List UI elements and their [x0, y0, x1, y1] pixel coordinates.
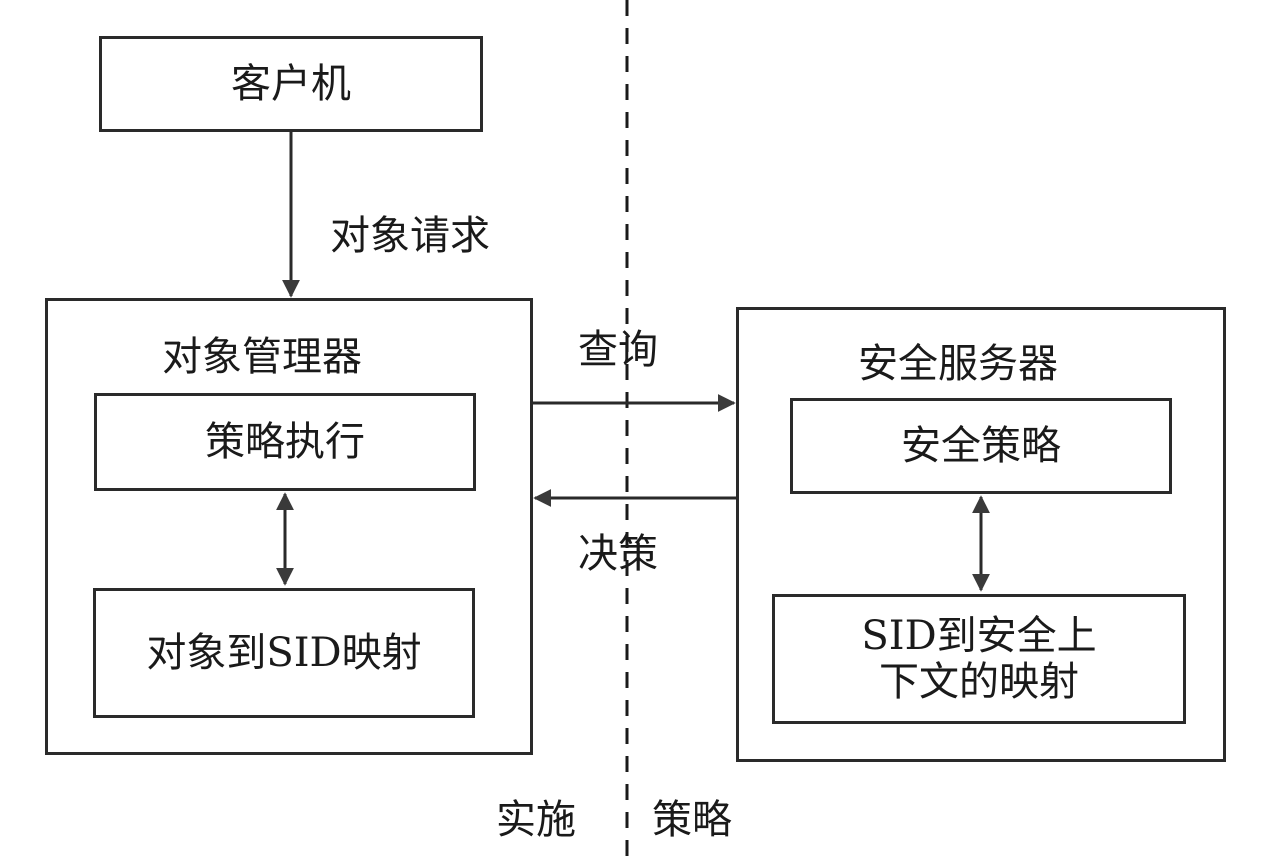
sid-to-context-label-line2: 下文的映射	[879, 659, 1079, 705]
policy-enforcement-label: 策略执行	[205, 419, 365, 465]
object-to-sid-label: 对象到SID映射	[146, 630, 422, 676]
security-server-title: 安全服务器	[858, 341, 1058, 387]
policy-enforcement-box: 策略执行	[94, 393, 476, 491]
object-manager-box	[45, 298, 533, 755]
object-to-sid-box: 对象到SID映射	[93, 588, 475, 718]
policy-side-label: 策略	[652, 797, 732, 843]
object-request-label: 对象请求	[330, 213, 490, 259]
sid-to-context-label-line1: SID到安全上	[861, 613, 1097, 659]
query-label: 查询	[578, 327, 658, 373]
security-server-box	[736, 307, 1226, 762]
object-manager-title: 对象管理器	[162, 334, 362, 380]
client-label: 客户机	[231, 61, 351, 107]
security-policy-label: 安全策略	[901, 423, 1061, 469]
client-box: 客户机	[99, 36, 483, 132]
enforcement-side-label: 实施	[496, 797, 576, 843]
decision-label: 决策	[578, 531, 658, 577]
sid-to-context-box: SID到安全上 下文的映射	[772, 594, 1186, 724]
security-policy-box: 安全策略	[790, 398, 1172, 494]
